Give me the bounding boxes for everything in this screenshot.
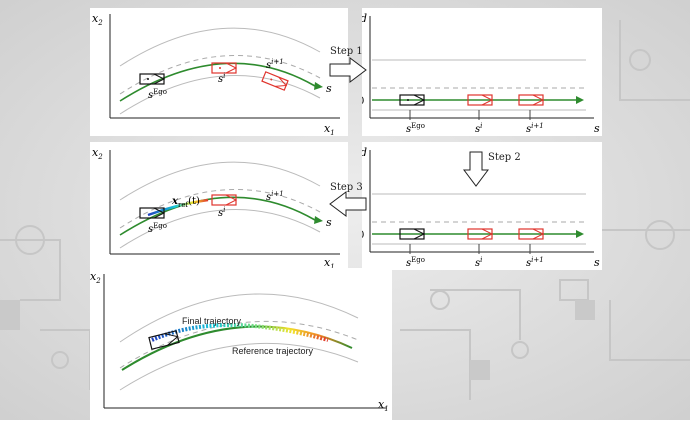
- label-s-i1: si+1: [266, 58, 284, 71]
- label-s-i: si: [475, 122, 482, 135]
- axis-d: d: [362, 146, 367, 159]
- axis-x2: x2: [92, 146, 103, 161]
- road-edge-top: [119, 27, 321, 67]
- label-s-path: s: [326, 216, 332, 229]
- axis-s: s: [594, 256, 600, 269]
- axis-x1: x1: [324, 122, 335, 136]
- label-s-i1: si+1: [266, 190, 284, 203]
- ego-vehicle: [399, 228, 426, 240]
- ego-vehicle: [139, 207, 166, 219]
- obstacle-vehicle-i: [211, 62, 238, 74]
- panel-top-left: x2 x1 s sEgo si si+1: [90, 8, 348, 137]
- final-trajectory-label: Final trajectory: [182, 316, 242, 326]
- road-edge-bottom: [119, 75, 321, 115]
- obstacle-vehicle-i: [467, 94, 494, 106]
- reference-trajectory: [121, 325, 353, 371]
- label-s-path: s: [326, 82, 332, 95]
- ego-vehicle: [139, 73, 166, 85]
- zero-label: 0: [362, 230, 364, 241]
- ego-vehicle: [148, 330, 180, 350]
- path-arrowhead: [314, 216, 323, 224]
- obstacle-vehicle-i1: [518, 94, 545, 106]
- road-edge-bottom: [119, 209, 321, 249]
- zero-label: 0: [362, 96, 364, 107]
- path-arrowhead: [314, 82, 323, 90]
- label-s-i: si: [218, 72, 225, 85]
- axis-x2: x2: [90, 270, 101, 285]
- final-trajectory: [151, 323, 329, 342]
- reference-trajectory-segment: [147, 198, 209, 217]
- panel-middle-left: x2 x1 s xref(t) sEgo si si+1: [90, 142, 348, 271]
- obstacle-vehicle-i1: [518, 228, 545, 240]
- label-s-i1: si+1: [526, 122, 544, 135]
- lane-divider: [119, 55, 321, 95]
- road-edge-top: [119, 161, 321, 201]
- label-s-i1: si+1: [526, 256, 544, 269]
- axis-s: s: [594, 122, 600, 135]
- road-edge-top: [119, 293, 359, 343]
- panel-middle-right: d s 0 sEgo si si+1: [358, 142, 602, 270]
- axis-d: d: [362, 12, 367, 25]
- lane-divider: [119, 189, 321, 229]
- axis-x1: x1: [324, 256, 335, 270]
- axis-x1: x1: [378, 398, 389, 413]
- label-s-ego: sEgo: [406, 256, 425, 269]
- axis-x2: x2: [92, 12, 103, 27]
- reference-trajectory-label: Reference trajectory: [232, 346, 314, 356]
- reference-path: [119, 196, 316, 236]
- obstacle-vehicle-i: [211, 194, 238, 206]
- obstacle-vehicle-i1: [261, 71, 289, 91]
- label-s-ego: sEgo: [406, 122, 425, 135]
- road-edge-bottom: [119, 342, 359, 391]
- panel-bottom: x2 x1 Final trajectory Reference traject…: [90, 268, 392, 420]
- ego-vehicle: [399, 94, 426, 106]
- panel-top-right: d s 0 sEgo si si+1: [358, 8, 602, 136]
- reference-path: [119, 62, 316, 102]
- label-s-i: si: [475, 256, 482, 269]
- obstacle-vehicle-i: [467, 228, 494, 240]
- label-x-ref: xref(t): [171, 196, 200, 209]
- lane-divider: [119, 320, 359, 369]
- path-arrowhead: [576, 230, 584, 238]
- label-s-ego: sEgo: [148, 88, 167, 101]
- path-arrowhead: [576, 96, 584, 104]
- label-s-ego: sEgo: [148, 222, 167, 235]
- label-s-i: si: [218, 206, 225, 219]
